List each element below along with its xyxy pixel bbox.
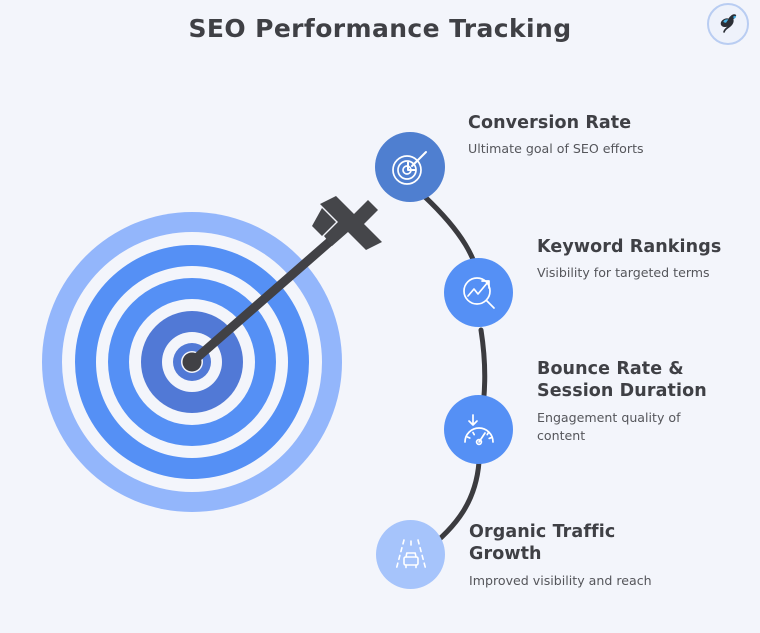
target-arrow-icon xyxy=(392,151,427,185)
milestone-heading: Conversion Rate xyxy=(468,113,632,133)
milestone-description: Improved visibility and reach xyxy=(469,572,652,588)
milestone-node-organic-traffic[interactable] xyxy=(376,520,445,589)
milestone-text-organic-traffic: Organic Traffic Growth Improved visibili… xyxy=(469,521,659,590)
target-graphic xyxy=(36,188,386,538)
road-traffic-icon xyxy=(394,538,427,571)
milestone-description: Ultimate goal of SEO efforts xyxy=(468,141,644,157)
milestone-node-bounce-rate[interactable] xyxy=(444,395,513,464)
search-trend-icon xyxy=(462,276,495,309)
page-title: SEO Performance Tracking xyxy=(188,14,572,43)
milestone-heading: Keyword Rankings xyxy=(537,237,722,257)
milestone-text-bounce-rate: Bounce Rate & Session Duration Engagemen… xyxy=(537,358,727,445)
milestone-node-keyword-rankings[interactable] xyxy=(444,258,513,327)
milestone-heading: Organic Traffic Growth xyxy=(469,522,616,565)
milestone-text-conversion-rate: Conversion Rate Ultimate goal of SEO eff… xyxy=(468,112,743,158)
gauge-down-arrow-icon xyxy=(463,413,494,445)
milestone-text-keyword-rankings: Keyword Rankings Visibility for targeted… xyxy=(537,236,752,282)
profile-silhouette-logo-icon xyxy=(720,14,737,33)
milestone-description: Engagement quality of content xyxy=(537,409,681,443)
milestone-description: Visibility for targeted terms xyxy=(537,265,710,281)
brand-badge[interactable] xyxy=(707,3,749,45)
milestone-node-conversion-rate[interactable] xyxy=(375,132,445,202)
target-with-arrow-icon xyxy=(42,196,382,512)
milestone-heading: Bounce Rate & Session Duration xyxy=(537,359,707,402)
